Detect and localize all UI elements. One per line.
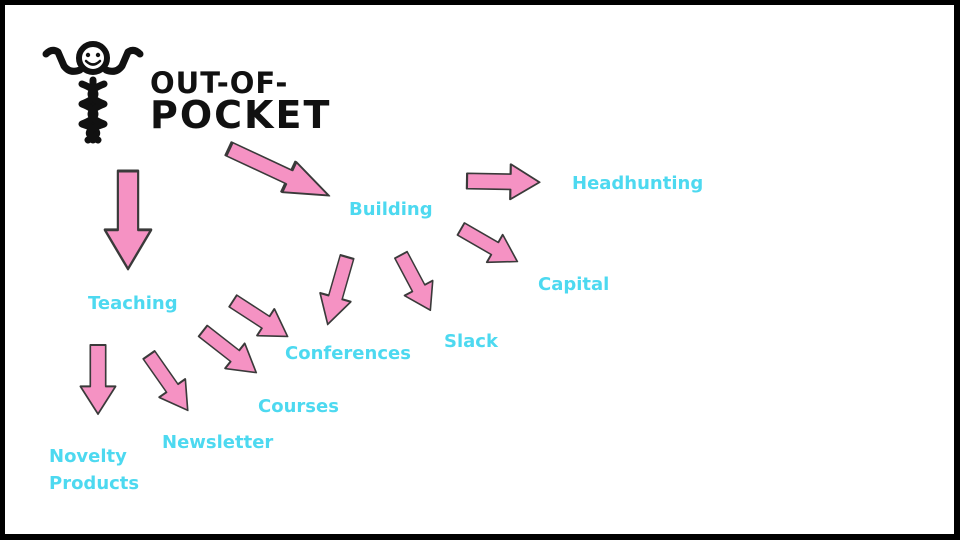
arrow-building-to-headhunting	[465, 162, 541, 201]
arrow-logo-to-building	[220, 132, 338, 213]
arrow-teaching-to-newsletter	[134, 344, 202, 421]
node-novelty-products: Novelty Products	[49, 443, 139, 497]
caduceus-mascot-icon	[42, 41, 144, 144]
node-conferences: Conferences	[285, 343, 411, 364]
arrow-building-to-conferences	[311, 251, 364, 330]
logo-text-line2: POCKET	[150, 93, 332, 137]
node-headhunting: Headhunting	[572, 173, 704, 194]
out-of-pocket-logo: OUT-OF- POCKET	[38, 40, 332, 146]
node-teaching: Teaching	[88, 293, 178, 314]
arrow-building-to-capital	[452, 214, 527, 277]
node-slack: Slack	[444, 331, 498, 352]
arrow-layer	[79, 132, 541, 421]
node-building: Building	[349, 199, 433, 220]
node-newsletter: Newsletter	[162, 432, 274, 453]
node-novelty-products-line1: Novelty	[49, 446, 127, 467]
diagram-canvas: OUT-OF- POCKET B	[5, 5, 954, 534]
arrow-teaching-to-courses	[192, 317, 267, 387]
logo-text-line1: OUT-OF-	[150, 66, 289, 100]
arrow-logo-to-teaching	[103, 169, 153, 271]
arrow-building-to-slack	[385, 246, 446, 319]
node-capital: Capital	[538, 274, 610, 295]
arrow-teaching-to-novelty-products	[79, 343, 117, 416]
node-novelty-products-line2: Products	[49, 473, 140, 494]
node-courses: Courses	[258, 396, 339, 417]
